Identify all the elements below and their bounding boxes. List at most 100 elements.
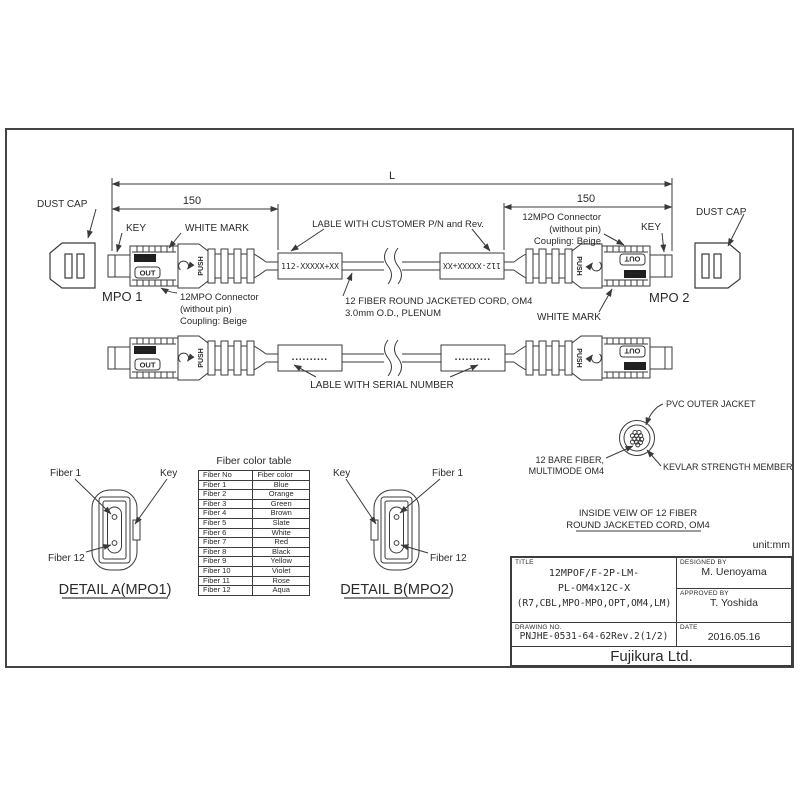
leader-lines	[87, 208, 745, 378]
serial-dots-right: ▪▪▪▪▪▪▪▪▪▪	[455, 357, 491, 363]
fiber-color-table: Fiber No Fiber color Fiber 1 Blue Fiber …	[197, 470, 310, 596]
fiber-color-cell: Orange	[252, 489, 310, 500]
mpo1-label: MPO 1	[102, 289, 142, 304]
connector-note-right-2: (without pin)	[549, 224, 601, 235]
fiber-no-cell: Fiber 9	[197, 556, 254, 567]
fiber-color-cell: Aqua	[252, 585, 310, 596]
fiber-color-cell: Yellow	[252, 556, 310, 567]
title-line-3: (R7,CBL,MPO-MPO,OPT,OM4,LM)	[516, 598, 672, 609]
kevlar-circle	[623, 424, 651, 452]
detail-b-fiber12-label: Fiber 12	[430, 553, 467, 564]
fiber1-hole-b	[393, 514, 400, 520]
unit-note: unit:mm	[752, 539, 790, 551]
date-cell: DATE 2016.05.16	[677, 622, 791, 646]
table-row: Fiber 12 Aqua	[197, 585, 310, 596]
fiber-no-cell: Fiber 7	[197, 537, 254, 548]
customer-pn-label-box-left	[277, 252, 343, 280]
fiber-no-cell: Fiber 5	[197, 517, 254, 529]
dust-cap-right	[694, 242, 741, 289]
detail-a-fiber12-label: Fiber 12	[48, 553, 85, 564]
cable-view-1	[266, 247, 514, 285]
designed-by-cell: DESIGNED BY M. Uenoyama	[677, 558, 791, 589]
detail-b-fiber1-label: Fiber 1	[432, 468, 464, 479]
company-name: Fujikura Ltd.	[512, 646, 791, 665]
bare-fiber-label-2: MULTIMODE OM4	[529, 466, 604, 476]
pvc-jacket-circle	[619, 420, 655, 456]
dim-overall-label: L	[389, 170, 395, 182]
fiber-no-cell: Fiber 12	[197, 585, 254, 596]
fiber12-hole-a	[111, 540, 118, 546]
connector-note-right-1: 12MPO Connector	[522, 212, 601, 223]
detail-b-drawing	[344, 478, 450, 599]
bare-fiber-label-1: 12 BARE FIBER,	[535, 455, 604, 465]
customer-pn-text-left: 112-XXXXX+XX	[281, 262, 339, 271]
detail-a-key-label: Key	[160, 468, 177, 479]
detail-b-title: DETAIL B(MPO2)	[340, 582, 454, 598]
date-label: DATE	[680, 624, 698, 631]
title-line-1: 12MPOF/F-2P-LM-	[548, 568, 640, 579]
customer-pn-label-box-right	[439, 252, 505, 280]
table-header-row: Fiber No Fiber color	[197, 470, 310, 481]
drawing-no-cell: DRAWING NO. PNJHE-0531-64-62Rev.2(1/2)	[512, 622, 677, 646]
pvc-jacket-label: PVC OUTER JACKET	[666, 399, 756, 409]
connector-note-right-3: Coupling: Beige	[534, 236, 601, 247]
fiber1-hole-a	[111, 514, 118, 520]
designed-by-label: DESIGNED BY	[680, 559, 727, 566]
fiber-color-cell: Violet	[252, 565, 310, 577]
serial-label-note: LABLE WITH SERIAL NUMBER	[310, 380, 454, 391]
customer-label-note: LABLE WITH CUSTOMER P/N and Rev.	[312, 219, 484, 230]
dimension-lines	[111, 178, 673, 251]
table-row: Fiber 10 Violet	[197, 565, 310, 577]
cable-break-symbol	[384, 247, 402, 285]
cable-view-2	[266, 339, 514, 377]
designed-by-value: M. Uenoyama	[701, 566, 767, 578]
table-row: Fiber 2 Orange	[197, 489, 310, 500]
dust-cap-label-left: DUST CAP	[37, 199, 88, 210]
date-value: 2016.05.16	[707, 631, 761, 643]
table-row: Fiber 5 Slate	[197, 517, 310, 529]
drawing-no-label: DRAWING NO.	[515, 624, 562, 631]
connector-note-left-1: 12MPO Connector	[180, 292, 259, 303]
approved-by-cell: APPROVED BY T. Yoshida	[677, 589, 791, 622]
dust-cap-left	[49, 242, 96, 289]
fiber-color-table-section: Fiber color table Fiber No Fiber color F…	[197, 455, 310, 596]
dust-cap-label-right: DUST CAP	[696, 207, 747, 218]
drawing-no-value: PNJHE-0531-64-62Rev.2(1/2)	[519, 631, 669, 642]
cord-note-2: 3.0mm O.D., PLENUM	[345, 308, 441, 319]
col-header-fiber-color: Fiber color	[252, 470, 310, 481]
fiber-table-title: Fiber color table	[216, 455, 292, 467]
fiber-no-cell: Fiber 10	[197, 565, 254, 577]
detail-a-drawing	[62, 478, 168, 599]
white-mark-label-left: WHITE MARK	[185, 223, 249, 234]
white-mark-label-right: WHITE MARK	[537, 312, 601, 323]
serial-label-box-left	[277, 344, 343, 372]
detail-b-key-label: Key	[333, 468, 350, 479]
approved-by-value: T. Yoshida	[710, 597, 758, 609]
border-frame	[5, 128, 794, 668]
detail-a-fiber1-label: Fiber 1	[50, 468, 82, 479]
detail-a-title: DETAIL A(MPO1)	[59, 582, 172, 598]
dim-150-left-label: 150	[183, 195, 201, 207]
key-notch-b	[370, 519, 379, 541]
cord-note-1: 12 FIBER ROUND JACKETED CORD, OM4	[345, 296, 532, 307]
title-label: TITLE	[515, 559, 534, 566]
cross-section-caption-1: INSIDE VEIW OF 12 FIBER	[579, 508, 697, 519]
fiber-no-cell: Fiber 2	[197, 489, 254, 500]
title-cell: TITLE 12MPOF/F-2P-LM- PL-OM4x12C-X (R7,C…	[512, 558, 677, 622]
mpo2-label: MPO 2	[649, 290, 689, 305]
connector-note-left-3: Coupling: Beige	[180, 316, 247, 327]
serial-label-box-right	[440, 344, 506, 372]
cross-section-caption-2: ROUND JACKETED CORD, OM4	[566, 520, 710, 531]
serial-dots-left: ▪▪▪▪▪▪▪▪▪▪	[292, 357, 328, 363]
key-notch-a	[132, 519, 141, 541]
key-label-right: KEY	[641, 222, 661, 233]
table-row: Fiber 9 Yellow	[197, 556, 310, 567]
approved-by-label: APPROVED BY	[680, 590, 729, 597]
cross-section	[576, 403, 701, 532]
col-header-fiber-no: Fiber No	[197, 470, 254, 481]
kevlar-label: KEVLAR STRENGTH MEMBER	[663, 462, 793, 472]
bare-fibers-cluster	[629, 429, 645, 448]
fiber12-hole-b	[393, 540, 400, 546]
